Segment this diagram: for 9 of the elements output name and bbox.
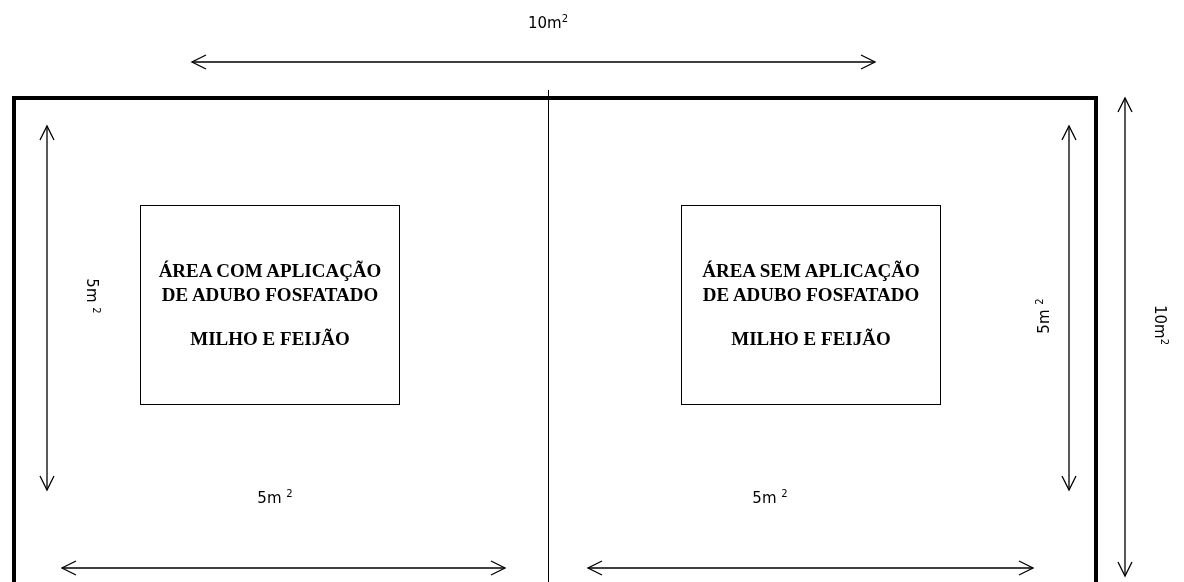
area-text: ÁREA COM APLICAÇÃO DE ADUBO FOSFATADO — [157, 259, 383, 307]
area-box — [140, 205, 400, 405]
area-text: MILHO E FEIJÃO — [731, 326, 891, 351]
dimension-label: 5m $^{2}$ — [752, 487, 788, 507]
area-text: MILHO E FEIJÃO — [190, 326, 350, 351]
dimension-label: 5m $^{2}$ — [257, 487, 293, 507]
area-box — [681, 205, 941, 405]
area-text: ÁREA SEM APLICAÇÃO DE ADUBO FOSFATADO — [701, 259, 921, 307]
dimension-label: 10m$^{2}$ — [527, 12, 569, 32]
